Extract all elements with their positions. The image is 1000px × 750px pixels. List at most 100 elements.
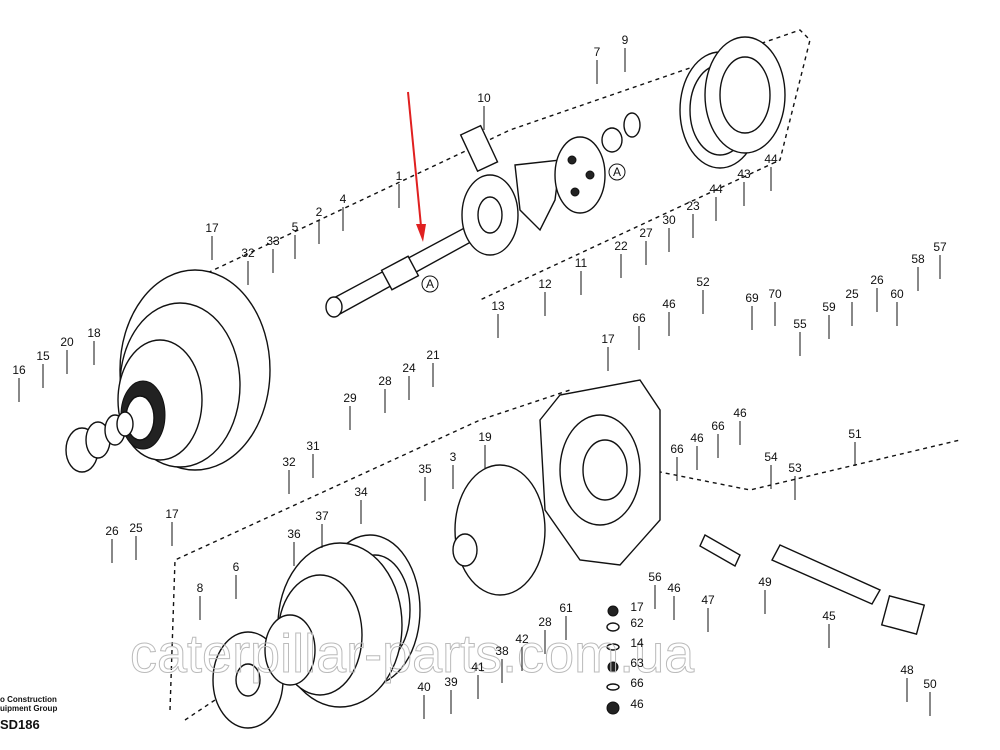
callout-number: 7 — [594, 45, 601, 59]
callout-14: 14 — [630, 636, 644, 650]
callout-46: 46 — [690, 431, 704, 470]
callout-number: 17 — [165, 507, 179, 521]
callout-number: A — [613, 165, 621, 179]
callout-number: 32 — [241, 246, 255, 260]
assembly-outline-lower — [169, 389, 961, 721]
callout-33: 33 — [266, 234, 280, 273]
callout-46: 46 — [630, 697, 644, 711]
callout-25: 25 — [129, 521, 143, 560]
callout-number: 22 — [614, 239, 628, 253]
callout-number: 10 — [477, 91, 491, 105]
callout-number: 54 — [764, 450, 778, 464]
callout-number: 3 — [450, 450, 457, 464]
callout-number: 63 — [630, 656, 644, 670]
callout-66: 66 — [670, 442, 684, 481]
callout-49: 49 — [758, 575, 772, 614]
callout-number: 38 — [495, 644, 509, 658]
callout-number: 14 — [630, 636, 644, 650]
callout-number: 51 — [848, 427, 862, 441]
callout-11: 11 — [575, 256, 588, 295]
callout-number: 50 — [923, 677, 937, 691]
callout-number: 49 — [758, 575, 772, 589]
highlight-arrow — [407, 91, 426, 242]
callout-51: 51 — [848, 427, 862, 466]
diagram-code: SD186 — [0, 717, 40, 732]
callout-9: 9 — [622, 33, 629, 72]
callout-number: 5 — [292, 220, 299, 234]
callout-number: 61 — [559, 601, 573, 615]
callout-29: 29 — [343, 391, 357, 430]
callout-number: 1 — [396, 169, 403, 183]
callout-12: 12 — [538, 277, 552, 316]
drive-shaft — [325, 224, 479, 318]
callout-number: 66 — [630, 676, 644, 690]
callout-number: 52 — [696, 275, 710, 289]
publisher-line-1: o Construction — [0, 695, 57, 704]
callout-37: 37 — [315, 509, 329, 548]
callout-17: 17 — [630, 600, 644, 614]
callout-number: 70 — [768, 287, 782, 301]
callout-57: 57 — [933, 240, 947, 279]
callout-36: 36 — [287, 527, 301, 566]
callout-1: 1 — [396, 169, 403, 208]
callout-4: 4 — [340, 192, 347, 231]
callout-46: 46 — [667, 581, 681, 620]
callout-number: 46 — [733, 406, 747, 420]
callout-7: 7 — [594, 45, 601, 84]
callout-number: 46 — [662, 297, 676, 311]
callout-28: 28 — [378, 374, 392, 413]
callout-number: 25 — [845, 287, 859, 301]
callout-30: 30 — [662, 213, 676, 252]
callout-35: 35 — [418, 462, 432, 501]
callout-number: 60 — [890, 287, 904, 301]
callout-number: 45 — [822, 609, 836, 623]
callout-18: 18 — [87, 326, 101, 365]
callout-number: 31 — [306, 439, 320, 453]
callout-number: 4 — [340, 192, 347, 206]
callout-43: 43 — [737, 167, 751, 206]
callout-number: 6 — [233, 560, 240, 574]
callout-number: 23 — [686, 199, 700, 213]
callout-40: 40 — [417, 680, 431, 719]
spool — [699, 534, 926, 636]
callout-number: 66 — [711, 419, 725, 433]
callout-23: 23 — [686, 199, 700, 238]
assembly-outline-upper — [149, 29, 811, 301]
callout-number: 55 — [793, 317, 807, 331]
callout-number: 34 — [354, 485, 368, 499]
callout-22: 22 — [614, 239, 628, 278]
callout-number: 47 — [701, 593, 715, 607]
callout-63: 63 — [630, 656, 644, 670]
callout-59: 59 — [822, 300, 836, 339]
callout-number: 59 — [822, 300, 836, 314]
callout-6: 6 — [233, 560, 240, 599]
callout-41: 41 — [471, 660, 485, 699]
callout-number: 12 — [538, 277, 552, 291]
callout-number: 33 — [266, 234, 280, 248]
callout-number: 30 — [662, 213, 676, 227]
callout-32: 32 — [241, 246, 255, 285]
callout-3: 3 — [450, 450, 457, 489]
callout-labels: 1245333217107913121122273023444344AA2124… — [12, 33, 947, 719]
callout-number: 58 — [911, 252, 925, 266]
hub-housing — [117, 269, 271, 471]
callout-number: 62 — [630, 616, 644, 630]
watermark: caterpillar-parts.com.ua — [130, 624, 695, 684]
callout-27: 27 — [639, 226, 653, 265]
callout-50: 50 — [923, 677, 937, 716]
callout-17: 17 — [165, 507, 179, 546]
callout-number: 27 — [639, 226, 653, 240]
upper-components — [459, 36, 786, 256]
callout-45: 45 — [822, 609, 836, 648]
callout-19: 19 — [478, 430, 492, 469]
callout-17: 17 — [205, 221, 219, 260]
callout-24: 24 — [402, 361, 416, 400]
callout-number: 26 — [105, 524, 119, 538]
callout-20: 20 — [60, 335, 74, 374]
callout-number: 19 — [478, 430, 492, 444]
callout-number: 24 — [402, 361, 416, 375]
callout-number: 69 — [745, 291, 759, 305]
seal-rings — [65, 411, 134, 473]
